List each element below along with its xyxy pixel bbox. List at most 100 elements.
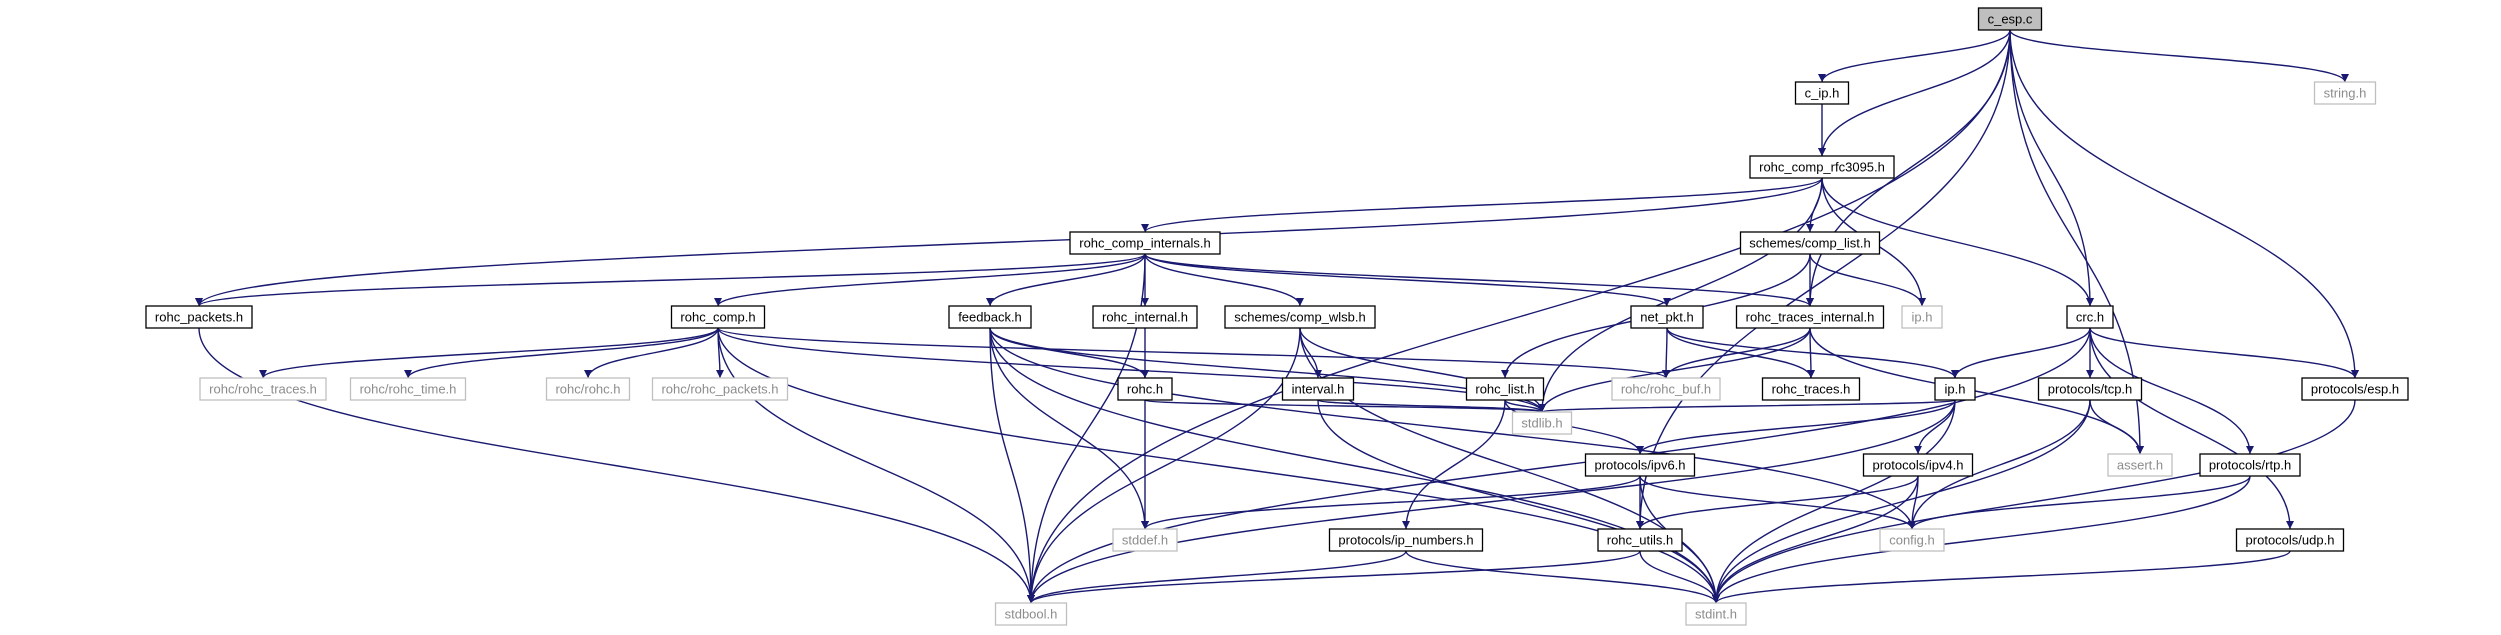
node-label: protocols/ipv4.h [1872, 458, 1963, 473]
node-label: rohc_internal.h [1102, 310, 1188, 325]
node-box [2066, 305, 2114, 329]
node-protocols-udp-h[interactable]: protocols/udp.h [2235, 528, 2345, 552]
node-label: rohc_traces.h [1772, 382, 1851, 397]
node-string-h: string.h [2313, 81, 2377, 105]
node-assert-h: assert.h [2107, 453, 2173, 477]
node-label: ip.h [1912, 310, 1933, 325]
node-label: rohc/rohc_packets.h [661, 382, 778, 397]
node-box [1117, 377, 1173, 401]
edge-arrow [1027, 399, 1956, 604]
node-box [994, 602, 1068, 626]
node-box [651, 377, 789, 401]
edge-arrow [717, 327, 1035, 604]
node-rohc-list-h[interactable]: rohc_list.h [1465, 377, 1545, 401]
node-box [1069, 231, 1221, 255]
edge-arrow [1712, 475, 1919, 604]
node-crc-h[interactable]: crc.h [2066, 305, 2114, 329]
node-label: c_esp.c [1988, 12, 2033, 27]
edge-arrow [2009, 29, 2349, 83]
node-box [1739, 231, 1881, 255]
node-c-esp-c[interactable]: c_esp.c [1977, 7, 2043, 31]
edge-arrow [1821, 177, 2094, 307]
edge-arrow [1027, 550, 1641, 604]
node-stdlib-h: stdlib.h [1511, 411, 1573, 435]
node-protocols-ipv6-h[interactable]: protocols/ipv6.h [1584, 453, 1696, 477]
edge-arrow [1806, 327, 1815, 379]
node-rohc-comp-internals-h[interactable]: rohc_comp_internals.h [1069, 231, 1221, 255]
node-label: rohc_comp_internals.h [1079, 236, 1211, 251]
node-protocols-tcp-h[interactable]: protocols/tcp.h [2037, 377, 2143, 401]
node-label: assert.h [2117, 458, 2163, 473]
node-label: protocols/esp.h [2311, 382, 2399, 397]
node-schemes-comp-list-h[interactable]: schemes/comp_list.h [1739, 231, 1881, 255]
node-config-h: config.h [1879, 528, 1945, 552]
edge-arrow [1951, 327, 2091, 379]
node-label: rohc_utils.h [1607, 533, 1673, 548]
node-box [1685, 602, 1747, 626]
node-label: c_ip.h [1805, 86, 1840, 101]
edge-arrow [989, 327, 1035, 604]
edge-arrow [1908, 475, 2251, 530]
node-ip-h[interactable]: ip.h [1934, 377, 1976, 401]
node-label: protocols/ip_numbers.h [1338, 533, 1473, 548]
edge-arrow [1141, 475, 1641, 530]
node-rohc-rohc-h: rohc/rohc.h [545, 377, 631, 401]
node-protocols-rtp-h[interactable]: protocols/rtp.h [2199, 453, 2301, 477]
edge-arrow [1712, 399, 2091, 604]
node-label: rohc.h [1127, 382, 1163, 397]
node-c-ip-h[interactable]: c_ip.h [1794, 81, 1850, 105]
node-interval-h[interactable]: interval.h [1281, 377, 1355, 401]
edge-arrow [1914, 399, 1956, 455]
node-ip-h: ip.h [1901, 305, 1943, 329]
edge-arrow [1662, 327, 1671, 379]
edge-arrow [2089, 327, 2359, 379]
node-rohc-packets-h[interactable]: rohc_packets.h [145, 305, 253, 329]
node-label: ip.h [1945, 382, 1966, 397]
node-label: stdint.h [1695, 607, 1737, 622]
node-feedback-h[interactable]: feedback.h [948, 305, 1032, 329]
edge-arrow [1144, 253, 1671, 307]
node-label: rohc/rohc.h [555, 382, 620, 397]
edge-arrow [1636, 475, 1919, 530]
node-box [2107, 453, 2173, 477]
node-box [349, 377, 467, 401]
node-box [2313, 81, 2377, 105]
edge-arrow [1027, 550, 1407, 604]
node-label: rohc_comp_rfc3095.h [1759, 160, 1885, 175]
edge-arrow [714, 253, 1146, 307]
node-stdint-h: stdint.h [1685, 602, 1747, 626]
node-rohc-traces-internal-h[interactable]: rohc_traces_internal.h [1735, 305, 1885, 329]
node-schemes-comp-wlsb-h[interactable]: schemes/comp_wlsb.h [1224, 305, 1376, 329]
node-rohc-traces-h[interactable]: rohc_traces.h [1761, 377, 1861, 401]
node-protocols-ip-numbers-h[interactable]: protocols/ip_numbers.h [1328, 528, 1484, 552]
node-protocols-ipv4-h[interactable]: protocols/ipv4.h [1862, 453, 1974, 477]
node-protocols-esp-h[interactable]: protocols/esp.h [2301, 377, 2409, 401]
node-label: protocols/tcp.h [2048, 382, 2133, 397]
edge-arrow [1636, 29, 2011, 530]
node-layer: c_esp.c c_ip.h string.h rohc_comp_rfc3095.h… [145, 7, 2409, 626]
node-box [2301, 377, 2409, 401]
node-rohc-comp-h[interactable]: rohc_comp.h [670, 305, 766, 329]
edge-arrow [1144, 399, 1546, 413]
edge-arrow [1712, 550, 2291, 604]
node-rohc-comp-rfc3095-h[interactable]: rohc_comp_rfc3095.h [1749, 155, 1895, 179]
edge-arrow [1818, 29, 2011, 157]
node-rohc-utils-h[interactable]: rohc_utils.h [1597, 528, 1683, 552]
node-label: rohc/rohc_time.h [360, 382, 457, 397]
node-label: config.h [1889, 533, 1935, 548]
node-box [1761, 377, 1861, 401]
node-label: rohc_packets.h [155, 310, 243, 325]
edge-arrow [1908, 399, 2091, 530]
node-box [1611, 377, 1721, 401]
node-label: protocols/ipv6.h [1594, 458, 1685, 473]
node-box [199, 377, 327, 401]
node-label: rohc_comp.h [680, 310, 755, 325]
node-rohc-internal-h[interactable]: rohc_internal.h [1092, 305, 1198, 329]
edge-arrow [2089, 327, 2254, 455]
node-label: string.h [2324, 86, 2367, 101]
edge-arrow [404, 327, 719, 379]
edge-arrow [1712, 399, 1956, 604]
node-rohc-h[interactable]: rohc.h [1117, 377, 1173, 401]
edge-arrow [986, 253, 1146, 307]
node-net-pkt-h[interactable]: net_pkt.h [1630, 305, 1704, 329]
